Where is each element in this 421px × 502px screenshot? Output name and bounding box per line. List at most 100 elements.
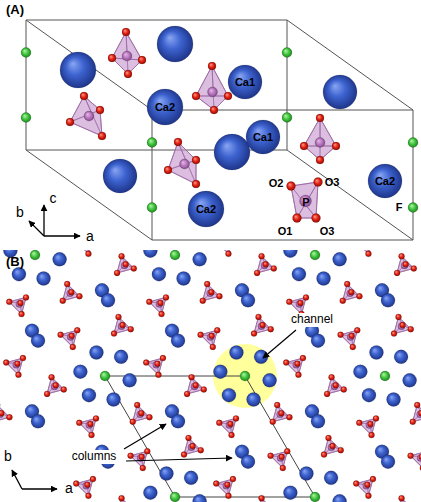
oxygen-atom — [6, 414, 12, 420]
oxygen-atom — [192, 92, 200, 100]
oxygen-atom — [108, 54, 116, 62]
oxygen-atom — [122, 28, 130, 36]
phosphorus-atom — [191, 383, 198, 390]
axis-label: a — [86, 229, 94, 244]
atom-label: O3 — [325, 176, 340, 188]
oxygen-atom — [403, 261, 409, 267]
oxygen-atom — [208, 289, 214, 295]
oxygen-atom — [85, 251, 91, 257]
phosphate-tetrahedron — [324, 374, 347, 397]
phosphate-tetrahedron — [338, 327, 361, 350]
oxygen-atom — [198, 447, 204, 453]
oxygen-atom — [268, 326, 274, 332]
oxygen-atom — [295, 372, 301, 378]
oxygen-atom — [278, 410, 284, 416]
phosphate-tetrahedron — [130, 402, 153, 425]
phosphate-tetrahedron — [192, 62, 232, 114]
axis-arrow — [22, 488, 57, 489]
axis-arrow — [29, 221, 44, 236]
oxygen-atom — [419, 454, 421, 460]
oxygen-atom — [225, 493, 231, 499]
oxygen-atom — [338, 332, 344, 338]
calcium-atom — [403, 373, 417, 387]
phosphate-tetrahedron — [73, 250, 96, 257]
oxygen-atom — [19, 311, 25, 317]
oxygen-atom — [251, 331, 257, 337]
calcium-atom — [53, 252, 67, 266]
fluorine-atom — [21, 113, 31, 123]
oxygen-atom — [128, 326, 134, 332]
phosphorus-atom — [293, 361, 300, 368]
oxygen-atom — [93, 415, 99, 421]
calcium-atom — [157, 26, 193, 62]
oxygen-atom — [139, 454, 145, 460]
phosphate-tetrahedron — [254, 253, 277, 276]
calcium-atom — [171, 334, 185, 348]
phosphate-tetrahedron — [60, 281, 83, 304]
phosphorus-atom — [328, 444, 335, 451]
oxygen-atom — [130, 419, 136, 425]
oxygen-atom — [353, 481, 359, 487]
calcium-atom — [159, 467, 173, 481]
oxygen-atom — [270, 419, 276, 425]
oxygen-atom — [44, 391, 50, 397]
phosphate-tetrahedron — [111, 314, 134, 337]
calcium-atom — [368, 164, 402, 198]
oxygen-atom — [76, 420, 82, 426]
phosphate-tetrahedron — [181, 435, 204, 458]
tetrahedron-face — [168, 160, 196, 184]
oxygen-atom — [73, 481, 79, 487]
phosphate-tetrahedron — [283, 355, 306, 378]
unit-cell-edge — [152, 110, 413, 111]
calcium-atom — [229, 346, 243, 360]
calcium-atom — [283, 250, 297, 258]
calcium-atom — [214, 134, 250, 170]
oxygen-atom — [284, 448, 290, 454]
phosphorus-atom — [261, 262, 268, 269]
phosphorus-atom — [67, 290, 74, 297]
oxygen-atom — [114, 270, 120, 276]
fluorine-atom — [30, 250, 40, 260]
phosphorus-atom — [0, 411, 4, 418]
oxygen-atom — [255, 314, 261, 320]
oxygen-atom — [17, 300, 23, 306]
oxygen-atom — [329, 374, 335, 380]
oxygen-atom — [155, 372, 161, 378]
callout-label: channel — [289, 313, 335, 326]
phosphate-tetrahedron — [394, 253, 417, 276]
oxygen-atom — [87, 421, 93, 427]
calcium-atom — [324, 471, 338, 485]
oxygen-atom — [111, 331, 117, 337]
atom-label: O3 — [320, 225, 335, 237]
calcium-atom — [82, 388, 96, 402]
oxygen-atom — [316, 114, 324, 122]
oxygen-atom — [325, 435, 331, 441]
phosphate-tetrahedron — [216, 415, 239, 438]
phosphate-tetrahedron — [353, 476, 376, 499]
oxygen-atom — [14, 361, 20, 367]
oxygen-atom — [198, 332, 204, 338]
phosphorus-atom — [153, 361, 160, 368]
oxygen-atom — [303, 294, 309, 300]
calcium-atom — [12, 267, 26, 281]
tetrahedron-face — [168, 142, 196, 184]
phosphorus-atom — [188, 444, 195, 451]
oxygen-atom — [119, 253, 125, 259]
calcium-atom — [147, 89, 183, 125]
phosphate-tetrahedron — [287, 178, 323, 223]
fluorine-atom — [170, 250, 180, 260]
oxygen-atom — [181, 452, 187, 458]
phosphate-tetrahedron — [0, 402, 12, 425]
phosphorus-atom — [84, 111, 94, 121]
calcium-atom — [37, 271, 51, 285]
phosphate-tetrahedron — [356, 415, 379, 438]
phosphorus-atom — [401, 262, 408, 269]
oxygen-atom — [364, 482, 370, 488]
unit-cell-edge — [26, 20, 152, 110]
fluorine-atom — [147, 203, 157, 213]
calcium-atom — [299, 467, 313, 481]
oxygen-atom — [340, 298, 346, 304]
axis-label: a — [65, 481, 73, 496]
oxygen-atom — [96, 106, 104, 114]
